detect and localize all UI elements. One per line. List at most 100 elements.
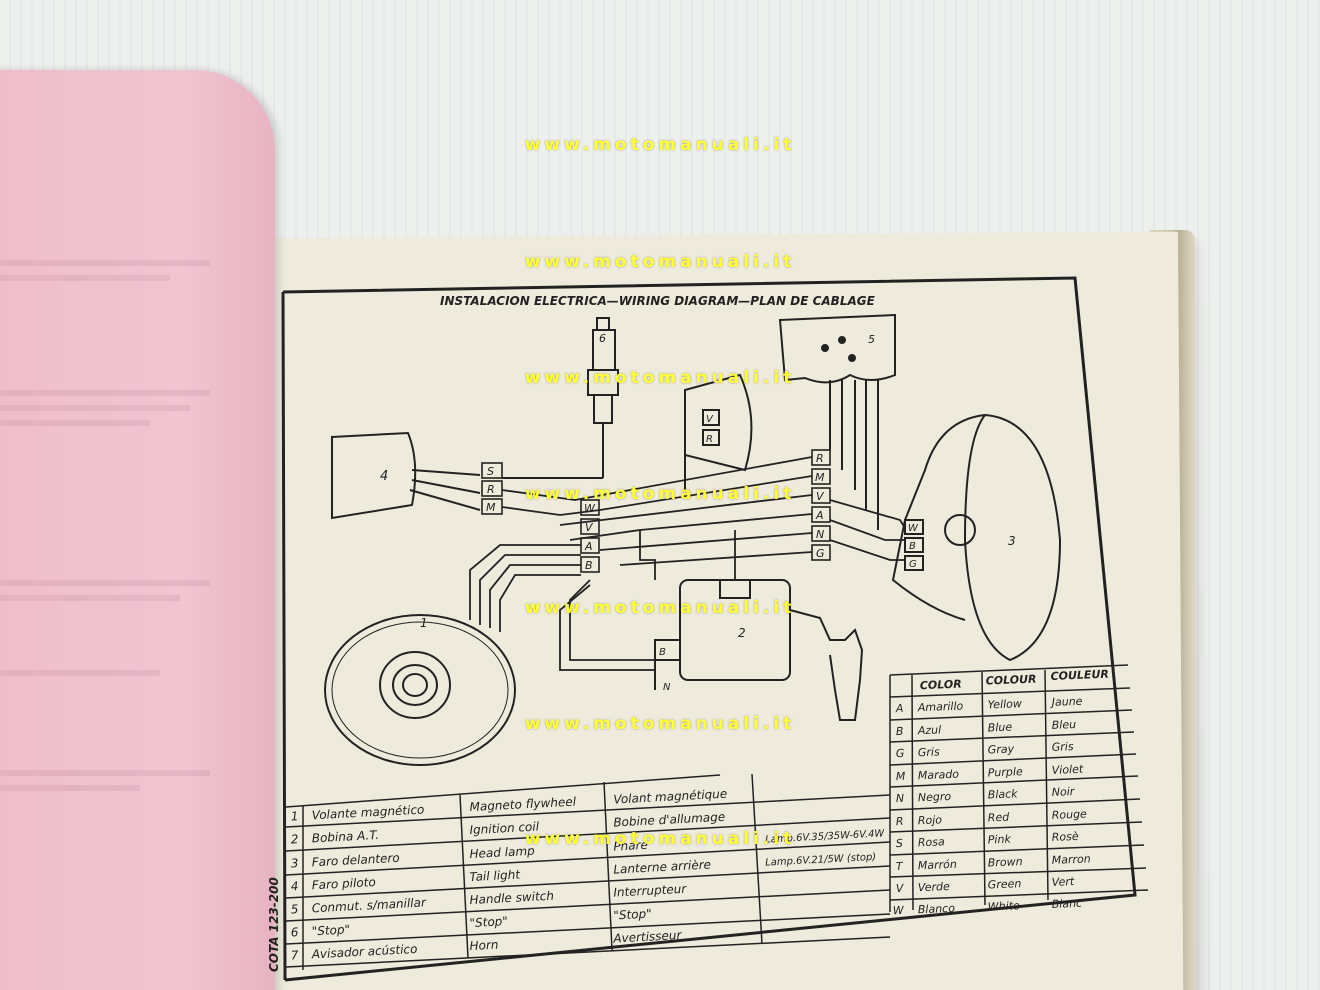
- svg-text:Head lamp: Head lamp: [469, 844, 535, 861]
- svg-text:Rouge: Rouge: [1051, 807, 1087, 821]
- svg-text:Lamp.6V.21/5W (stop): Lamp.6V.21/5W (stop): [765, 852, 877, 869]
- connector-block-left: S R M: [481, 462, 503, 515]
- svg-text:3: 3: [290, 856, 298, 870]
- svg-text:R: R: [706, 434, 713, 445]
- svg-text:COULEUR: COULEUR: [1050, 668, 1109, 683]
- svg-text:Handle switch: Handle switch: [469, 889, 554, 907]
- connector-block-center: [580, 499, 600, 573]
- svg-text:Blue: Blue: [988, 720, 1013, 734]
- svg-text:Avertisseur: Avertisseur: [612, 928, 683, 946]
- svg-text:Rosa: Rosa: [918, 835, 946, 849]
- svg-text:White: White: [988, 899, 1021, 913]
- connector-block-right: [811, 449, 831, 561]
- component-number-4: 4: [380, 469, 388, 484]
- svg-text:COLOR: COLOR: [920, 678, 962, 693]
- svg-text:Black: Black: [988, 787, 1019, 801]
- stop-switch-icon: [502, 317, 619, 479]
- svg-text:Verde: Verde: [918, 880, 951, 894]
- svg-text:Rosè: Rosè: [1051, 830, 1079, 844]
- table-row: B Azul Blue Bleu: [896, 718, 1077, 738]
- table-row: W Blanco White Blanc: [893, 897, 1083, 918]
- table-row: 5 Conmut. s/manillar Handle switch Inter…: [290, 882, 687, 917]
- watermark: www.motomanuali.it: [524, 484, 796, 504]
- svg-text:Bobina A.T.: Bobina A.T.: [311, 828, 379, 846]
- svg-text:Noir: Noir: [1051, 785, 1076, 799]
- svg-text:Red: Red: [988, 811, 1011, 825]
- svg-text:Jaune: Jaune: [1049, 695, 1082, 709]
- wire-harness: [469, 456, 906, 671]
- svg-text:Volant magnétique: Volant magnétique: [613, 787, 728, 807]
- model-side-label: COTA 123-200: [267, 877, 281, 972]
- svg-text:Yellow: Yellow: [988, 697, 1023, 711]
- svg-text:Blanco: Blanco: [918, 902, 956, 916]
- svg-text:1: 1: [290, 809, 298, 823]
- svg-text:V: V: [896, 882, 906, 895]
- table-row: N Negro Black Noir: [896, 785, 1076, 805]
- svg-text:7: 7: [290, 948, 299, 962]
- svg-text:Bleu: Bleu: [1051, 718, 1076, 732]
- parts-table-grid: [285, 773, 891, 970]
- svg-text:N: N: [663, 682, 671, 693]
- table-row: 7 Avisador acústico Horn Avertisseur: [290, 928, 682, 963]
- svg-text:Blanc: Blanc: [1051, 897, 1082, 911]
- svg-text:"Stop": "Stop": [469, 914, 508, 930]
- table-row: 2 Bobina A.T. Ignition coil Bobine d'all…: [290, 810, 725, 847]
- svg-text:Violet: Violet: [1051, 763, 1084, 777]
- svg-text:Brown: Brown: [988, 855, 1023, 869]
- svg-text:Gris: Gris: [918, 745, 941, 759]
- svg-text:S: S: [487, 465, 494, 478]
- watermark: www.motomanuali.it: [524, 135, 796, 155]
- svg-text:A: A: [895, 702, 904, 715]
- svg-text:W: W: [908, 523, 919, 534]
- watermark: www.motomanuali.it: [524, 714, 796, 734]
- svg-text:N: N: [816, 528, 824, 541]
- table-row: 6 "Stop" "Stop" "Stop": [290, 907, 652, 940]
- diagram-title: INSTALACION ELECTRICA—WIRING DIAGRAM—PLA…: [440, 294, 876, 308]
- watermark: www.motomanuali.it: [524, 252, 796, 272]
- svg-text:W: W: [893, 904, 906, 917]
- table-header: COLOR COLOUR COULEUR: [920, 668, 1110, 693]
- svg-text:Faro delantero: Faro delantero: [311, 851, 400, 870]
- svg-text:COLOUR: COLOUR: [985, 673, 1036, 688]
- watermark: www.motomanuali.it: [524, 829, 796, 849]
- svg-text:Amarillo: Amarillo: [917, 699, 964, 714]
- svg-text:M: M: [486, 501, 496, 514]
- svg-text:Purple: Purple: [988, 765, 1024, 779]
- svg-text:Conmut. s/manillar: Conmut. s/manillar: [311, 895, 427, 915]
- svg-text:B: B: [585, 559, 593, 572]
- svg-text:Negro: Negro: [918, 790, 952, 804]
- svg-text:A: A: [815, 509, 824, 522]
- svg-text:Vert: Vert: [1051, 875, 1075, 889]
- tail-light-icon: [331, 431, 481, 520]
- svg-text:Marron: Marron: [1051, 852, 1090, 867]
- table-row: S Rosa Pink Rosè: [896, 830, 1079, 850]
- svg-text:R: R: [896, 815, 904, 828]
- table-row: V Verde Green Vert: [896, 875, 1076, 895]
- svg-text:Pink: Pink: [988, 833, 1012, 847]
- svg-text:B: B: [659, 647, 666, 658]
- svg-text:Ignition coil: Ignition coil: [469, 819, 540, 837]
- svg-text:T: T: [896, 860, 905, 873]
- svg-text:Tail light: Tail light: [469, 867, 521, 884]
- watermark: www.motomanuali.it: [524, 598, 796, 618]
- table-row: R Rojo Red Rouge: [896, 807, 1088, 828]
- svg-text:V: V: [585, 521, 594, 534]
- svg-text:V: V: [706, 414, 714, 425]
- svg-text:4: 4: [290, 879, 298, 893]
- table-row: 1 Volante magnético Magneto flywheel Vol…: [290, 787, 727, 824]
- svg-text:N: N: [896, 792, 905, 805]
- svg-text:5: 5: [290, 902, 298, 916]
- svg-text:Rojo: Rojo: [918, 813, 943, 827]
- svg-text:Azul: Azul: [917, 723, 942, 737]
- color-table-grid: [889, 664, 1149, 912]
- svg-text:Gris: Gris: [1051, 740, 1074, 754]
- svg-text:"Stop": "Stop": [613, 907, 652, 923]
- svg-text:Faro piloto: Faro piloto: [311, 875, 376, 892]
- magneto-flywheel-icon: [324, 614, 516, 766]
- ignition-coil-icon: [654, 579, 864, 721]
- svg-text:M: M: [896, 770, 907, 783]
- svg-text:Magneto flywheel: Magneto flywheel: [469, 795, 577, 815]
- svg-text:Green: Green: [988, 877, 1022, 891]
